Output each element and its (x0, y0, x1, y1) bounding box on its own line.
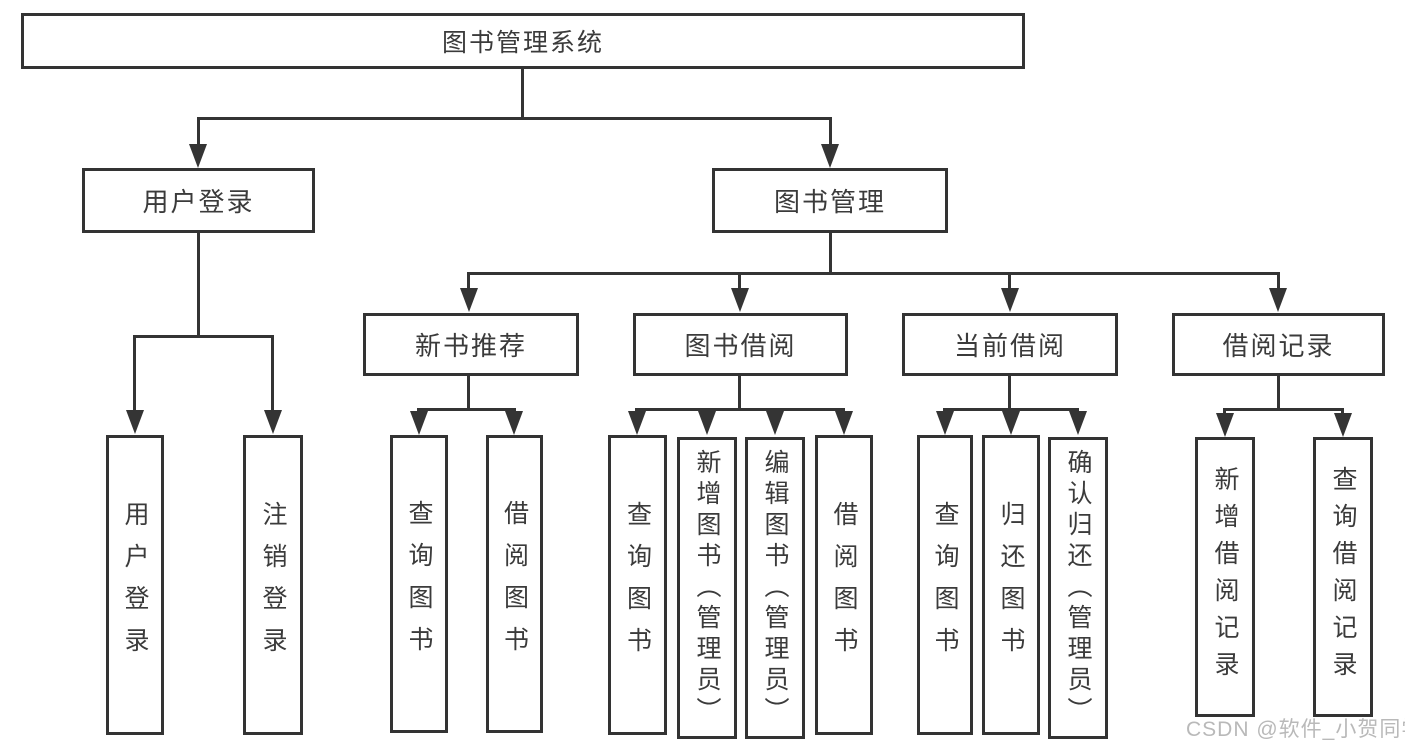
node-user-login: 用户登录 (82, 168, 315, 233)
node-current-borrow: 当前借阅 (902, 313, 1118, 376)
leaf-logout-login: 注销登录 (243, 435, 303, 735)
arrowhead-down-icon (460, 288, 478, 312)
leaf-query-books-label: 查询图书 (405, 500, 433, 668)
arrowhead-down-icon (410, 411, 428, 435)
leaf-add-borrow-record-label: 新增借阅记录 (1211, 466, 1239, 688)
arrowhead-down-icon (731, 288, 749, 312)
arrowhead-down-icon (1001, 288, 1019, 312)
connector-line (133, 335, 136, 412)
leaf-user-login: 用户登录 (106, 435, 164, 735)
connector-line (635, 408, 845, 411)
arrowhead-down-icon (1002, 411, 1020, 435)
leaf-add-book-admin: 新增图书（管理员） (677, 437, 737, 739)
leaf-edit-book-admin-label: 编辑图书（管理员） (761, 448, 789, 728)
leaf-borrow-books-label: 借阅图书 (830, 501, 858, 669)
leaf-query-books-label: 查询图书 (931, 501, 959, 669)
connector-line (467, 272, 1280, 275)
connector-line (197, 233, 200, 335)
connector-line (1277, 272, 1280, 291)
leaf-add-book-admin-label: 新增图书（管理员） (693, 448, 721, 728)
arrowhead-down-icon (126, 410, 144, 434)
node-new-book-recommend-label: 新书推荐 (414, 331, 527, 361)
leaf-borrow-books: 借阅图书 (486, 435, 543, 733)
connector-line (271, 335, 274, 412)
node-book-borrow-label: 图书借阅 (684, 331, 797, 361)
arrowhead-down-icon (264, 410, 282, 434)
node-new-book-recommend: 新书推荐 (363, 313, 579, 376)
connector-line (467, 376, 470, 408)
arrowhead-down-icon (1216, 413, 1234, 437)
arrowhead-down-icon (821, 144, 839, 168)
arrowhead-down-icon (698, 411, 716, 435)
node-root-system: 图书管理系统 (21, 13, 1025, 69)
connector-line (829, 233, 832, 272)
leaf-query-books: 查询图书 (608, 435, 667, 735)
connector-line (1223, 408, 1226, 416)
leaf-user-login-label: 用户登录 (121, 501, 149, 669)
connector-line (133, 335, 274, 338)
connector-line (1277, 376, 1280, 408)
arrowhead-down-icon (1334, 413, 1352, 437)
leaf-confirm-return-admin: 确认归还（管理员） (1048, 437, 1108, 739)
leaf-confirm-return-admin-label: 确认归还（管理员） (1064, 448, 1092, 728)
connector-line (1008, 272, 1011, 291)
arrowhead-down-icon (835, 411, 853, 435)
node-root-label: 图书管理系统 (441, 29, 604, 57)
connector-line (417, 408, 516, 411)
connector-line (1341, 408, 1344, 416)
connector-line (738, 376, 741, 408)
leaf-edit-book-admin: 编辑图书（管理员） (745, 437, 805, 739)
leaf-logout-login-label: 注销登录 (259, 501, 287, 669)
leaf-add-borrow-record: 新增借阅记录 (1195, 437, 1255, 717)
node-book-management-label: 图书管理 (773, 187, 886, 217)
leaf-query-books: 查询图书 (390, 435, 448, 733)
leaf-query-books-label: 查询图书 (623, 501, 652, 669)
connector-line (197, 117, 200, 146)
connector-line (738, 272, 741, 291)
leaf-return-books-label: 归还图书 (997, 501, 1025, 669)
arrowhead-down-icon (628, 411, 646, 435)
node-current-borrow-label: 当前借阅 (953, 331, 1066, 361)
node-borrow-records: 借阅记录 (1172, 313, 1385, 376)
leaf-query-borrow-record: 查询借阅记录 (1313, 437, 1373, 717)
connector-line (1008, 376, 1011, 408)
connector-line (829, 117, 832, 146)
arrowhead-down-icon (505, 411, 523, 435)
leaf-return-books: 归还图书 (982, 435, 1040, 735)
node-book-management: 图书管理 (712, 168, 948, 233)
leaf-borrow-books-label: 借阅图书 (500, 500, 529, 668)
arrowhead-down-icon (766, 411, 784, 435)
connector-line (521, 69, 524, 117)
connector-line (197, 117, 832, 120)
leaf-query-borrow-record-label: 查询借阅记录 (1329, 466, 1357, 688)
arrowhead-down-icon (1069, 411, 1087, 435)
connector-line (1223, 408, 1344, 411)
csdn-watermark: CSDN @软件_小贺同学 (1186, 718, 1405, 741)
arrowhead-down-icon (936, 411, 954, 435)
connector-line (467, 272, 470, 291)
arrowhead-down-icon (1269, 288, 1287, 312)
leaf-query-books: 查询图书 (917, 435, 973, 735)
node-borrow-records-label: 借阅记录 (1222, 331, 1335, 361)
leaf-borrow-books: 借阅图书 (815, 435, 873, 735)
node-book-borrow: 图书借阅 (633, 313, 848, 376)
node-user-login-label: 用户登录 (142, 187, 255, 217)
arrowhead-down-icon (189, 144, 207, 168)
